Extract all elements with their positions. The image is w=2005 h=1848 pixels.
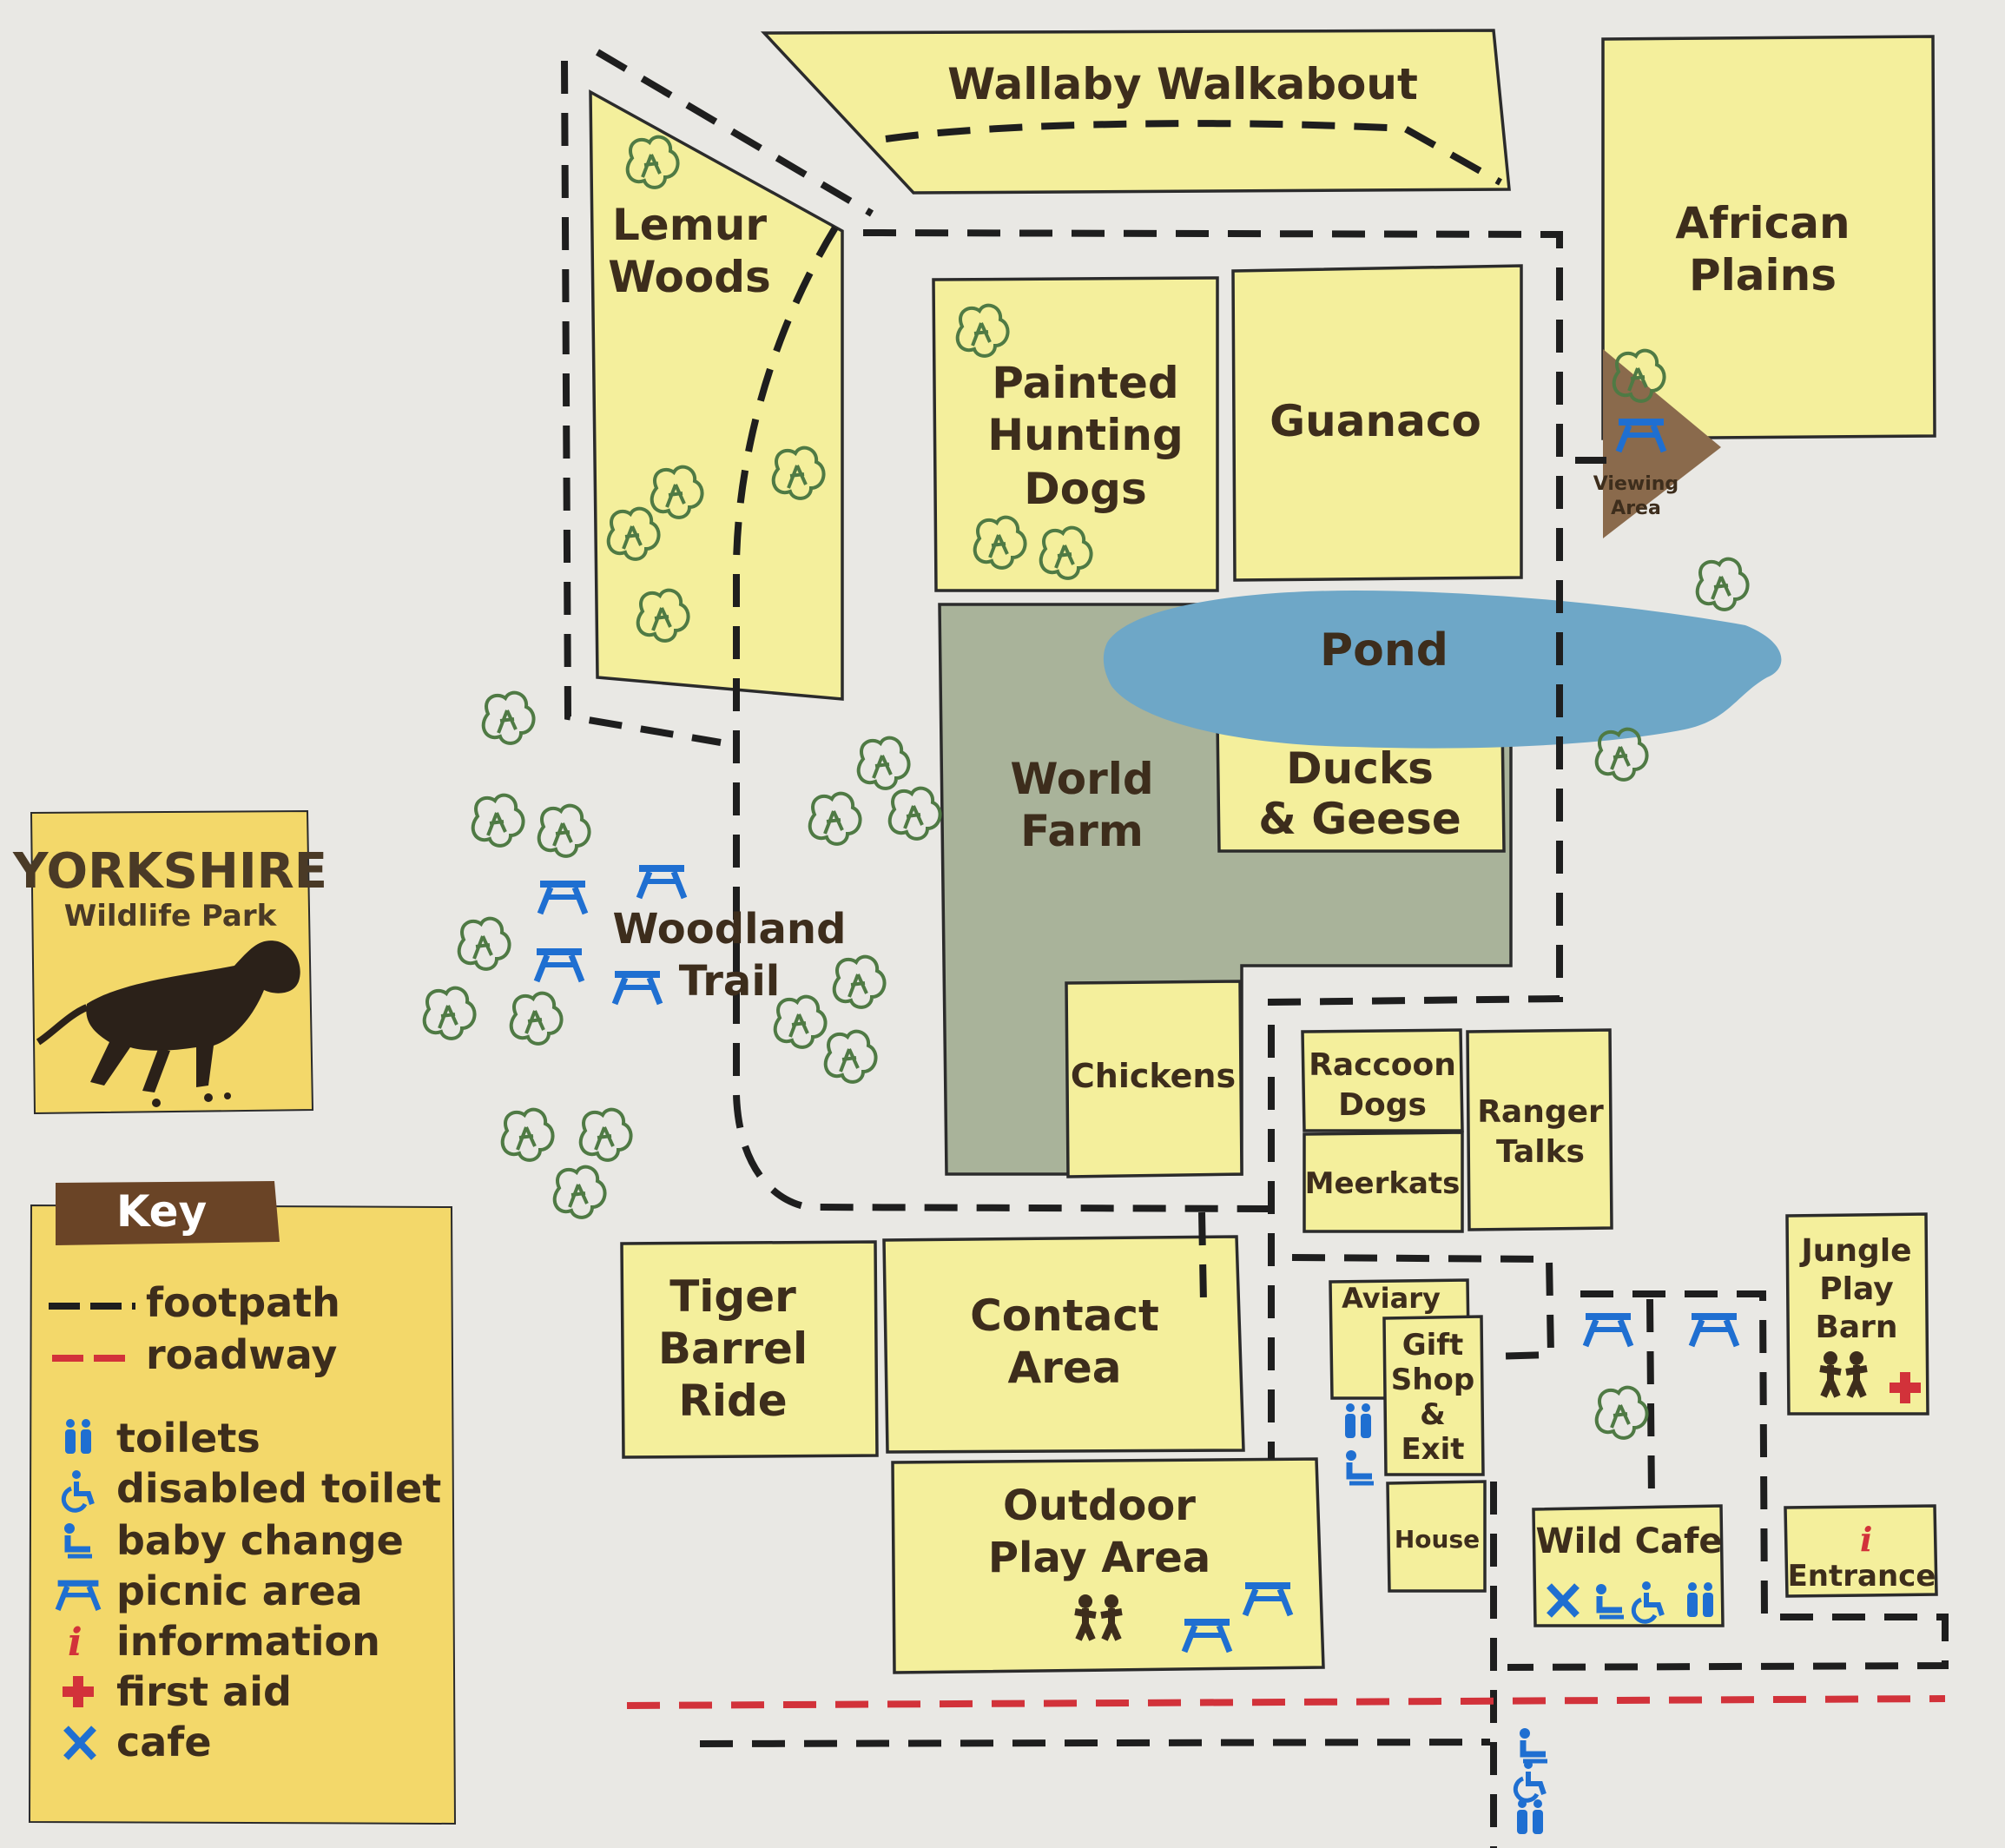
gift-shop-label-3: & <box>1420 1397 1446 1432</box>
gift-shop-label-4: Exit <box>1401 1432 1464 1467</box>
jungle-play-barn-label-1: Jungle <box>1798 1233 1911 1269</box>
painted-hunting-dogs-enclosure[interactable] <box>932 276 1219 592</box>
map-key: Key footpath roadway toilets disabled to… <box>28 1181 457 1825</box>
information-icon: i <box>68 1620 82 1665</box>
ranger-talks-enclosure[interactable] <box>1466 1028 1613 1231</box>
key-label-picnic-area: picnic area <box>116 1568 363 1614</box>
area-labels: Wallaby Walkabout African Plains Viewing… <box>608 59 1936 1594</box>
outdoor-play-area-label-2: Play Area <box>988 1534 1210 1582</box>
lemur-woods-label-1: Lemur <box>612 200 767 250</box>
house-label: House <box>1395 1525 1480 1554</box>
aviary-label: Aviary <box>1342 1282 1441 1315</box>
tiger-barrel-ride-enclosure[interactable] <box>620 1240 879 1459</box>
lemur-woods-label-2: Woods <box>608 252 771 302</box>
raccoon-dogs-label-2: Dogs <box>1338 1087 1427 1123</box>
meerkats-label: Meerkats <box>1305 1166 1461 1201</box>
viewing-area-label-2: Area <box>1611 498 1661 519</box>
roadway <box>626 1695 1946 1709</box>
contact-area-label-1: Contact <box>970 1290 1159 1341</box>
african-plains-label-1: African <box>1675 198 1850 248</box>
information-icon: i <box>1860 1520 1872 1559</box>
key-label-cafe: cafe <box>116 1719 212 1766</box>
outdoor-play-area-label-1: Outdoor <box>1003 1482 1196 1530</box>
gift-shop-label-2: Shop <box>1391 1363 1474 1397</box>
key-item-footpath: footpath <box>49 1279 340 1326</box>
key-label-information: information <box>116 1618 380 1665</box>
african-plains-enclosure[interactable] <box>1601 35 1936 440</box>
chickens-enclosure[interactable] <box>1065 980 1243 1178</box>
viewing-area-label-1: Viewing <box>1593 473 1679 495</box>
key-item-information: i information <box>68 1618 380 1665</box>
key-title: Key <box>116 1186 207 1237</box>
key-header <box>56 1181 280 1245</box>
ducks-geese-label-2: & Geese <box>1258 794 1461 844</box>
guanaco-enclosure[interactable] <box>1231 264 1523 582</box>
woodland-trail-label-1: Woodland <box>613 905 847 954</box>
jungle-play-barn-label-2: Play <box>1819 1271 1893 1307</box>
wallaby-walkabout-label: Wallaby Walkabout <box>947 59 1418 109</box>
tiger-barrel-ride-label-1: Tiger <box>669 1271 796 1322</box>
footpaths <box>561 49 1949 1848</box>
entrance-label: Entrance <box>1788 1559 1936 1594</box>
raccoon-dogs-enclosure[interactable] <box>1301 1028 1464 1132</box>
contact-area-label-2: Area <box>1007 1343 1121 1393</box>
chickens-label: Chickens <box>1071 1057 1236 1095</box>
painted-hunting-dogs-label-1: Painted <box>992 358 1178 408</box>
wild-cafe-building[interactable] <box>1532 1504 1725 1627</box>
key-item-picnic-area: picnic area <box>58 1568 363 1614</box>
ducks-geese-label-1: Ducks <box>1286 743 1434 794</box>
jungle-play-barn-enclosure[interactable] <box>1785 1212 1929 1416</box>
tiger-barrel-ride-label-3: Ride <box>678 1376 787 1426</box>
world-farm-label-2: Farm <box>1020 806 1144 856</box>
gift-shop-label-1: Gift <box>1402 1328 1464 1363</box>
key-label-roadway: roadway <box>146 1331 337 1378</box>
enclosures <box>589 29 1938 1674</box>
painted-hunting-dogs-label-3: Dogs <box>1024 464 1146 514</box>
pond-label: Pond <box>1320 624 1448 676</box>
lemur-woods-enclosure[interactable] <box>589 89 844 701</box>
pond[interactable] <box>1103 591 1782 749</box>
key-label-disabled-toilet: disabled toilet <box>116 1465 441 1512</box>
jungle-play-barn-label-3: Barn <box>1815 1310 1897 1345</box>
key-item-cafe: cafe <box>66 1719 212 1766</box>
contact-area-enclosure[interactable] <box>882 1235 1245 1454</box>
raccoon-dogs-label-1: Raccoon <box>1309 1047 1456 1083</box>
world-farm-label-1: World <box>1010 754 1153 804</box>
facility-icons: i <box>1075 1351 1921 1834</box>
ranger-talks-label-1: Ranger <box>1477 1094 1604 1130</box>
key-label-baby-change: baby change <box>116 1517 404 1564</box>
meerkats-enclosure[interactable] <box>1303 1131 1464 1233</box>
entrance-building[interactable] <box>1784 1504 1938 1598</box>
logo-subtitle: Wildlife Park <box>64 899 278 934</box>
painted-hunting-dogs-label-2: Hunting <box>987 410 1183 460</box>
wild-cafe-label: Wild Cafe <box>1536 1521 1723 1561</box>
yorkshire-wildlife-park-logo: YORKSHIRE Wildlife Park <box>12 809 327 1115</box>
zebra-icon <box>36 940 300 1107</box>
logo-title: YORKSHIRE <box>12 843 327 900</box>
woodland-trail-label-2: Trail <box>679 957 780 1006</box>
key-label-toilets: toilets <box>116 1415 261 1462</box>
house-building[interactable] <box>1386 1480 1487 1593</box>
key-label-first-aid: first aid <box>116 1668 292 1715</box>
ranger-talks-label-2: Talks <box>1496 1134 1585 1170</box>
key-item-baby-change: baby change <box>64 1517 404 1564</box>
key-item-toilets: toilets <box>65 1415 261 1462</box>
tiger-barrel-ride-label-2: Barrel <box>658 1323 808 1374</box>
key-item-disabled-toilet: disabled toilet <box>63 1465 441 1512</box>
key-label-footpath: footpath <box>146 1279 340 1326</box>
african-plains-label-2: Plains <box>1689 250 1837 300</box>
key-item-roadway: roadway <box>52 1331 337 1378</box>
gift-shop-exit-building[interactable] <box>1382 1315 1485 1476</box>
guanaco-label: Guanaco <box>1270 396 1481 446</box>
wallaby-walkabout-enclosure[interactable] <box>760 29 1511 195</box>
key-item-first-aid: first aid <box>63 1668 292 1715</box>
